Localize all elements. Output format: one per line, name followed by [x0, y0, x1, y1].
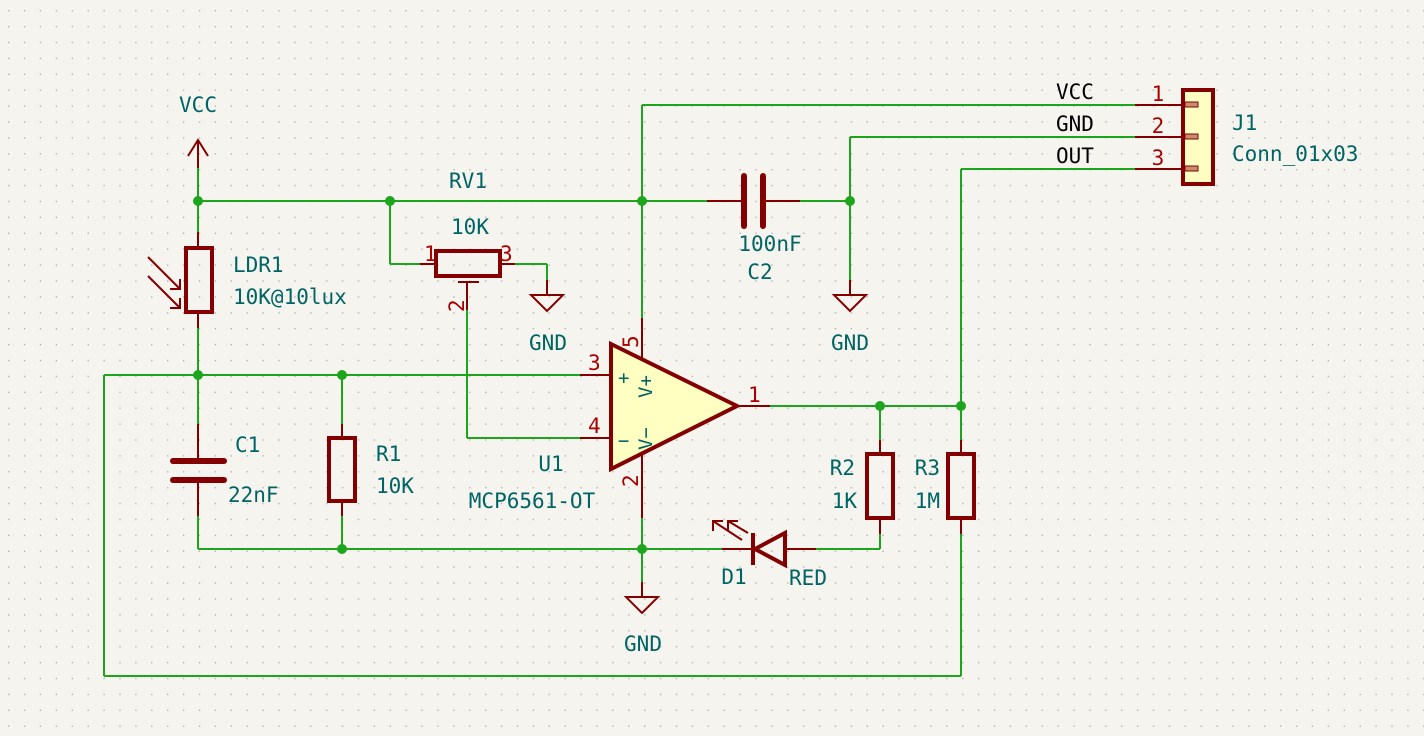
ldr1-component[interactable]: LDR1 10K@10lux: [147, 232, 347, 328]
d1-triangle: [750, 529, 787, 569]
r2-ref: R2: [830, 456, 855, 480]
junction-dot: [956, 401, 966, 411]
u1-pin2-number: 2: [619, 474, 643, 487]
net-label-out[interactable]: OUT: [1056, 144, 1094, 168]
rv1-value: 10K: [451, 215, 489, 239]
u1-body: [609, 340, 742, 473]
j1-component[interactable]: 1 2 3 J1 Conn_01x03: [1135, 82, 1358, 186]
junction-dot: [193, 370, 203, 380]
d1-ref: D1: [721, 565, 746, 589]
u1-ref: U1: [538, 452, 563, 476]
gnd-label: GND: [624, 632, 662, 656]
j1-value: Conn_01x03: [1232, 142, 1358, 166]
junction-dot: [337, 544, 347, 554]
j1-pin-stub: [1184, 165, 1199, 172]
net-label-vcc[interactable]: VCC: [1056, 80, 1094, 104]
j1-pin3-number: 3: [1152, 146, 1165, 170]
junctions: [193, 196, 966, 554]
gnd-label: GND: [529, 331, 567, 355]
ldr1-body: [184, 246, 214, 314]
junction-dot: [337, 370, 347, 380]
rv1-body: [434, 249, 502, 278]
r1-component[interactable]: R1 10K: [327, 424, 414, 516]
gnd-power-symbol[interactable]: GND: [528, 280, 567, 355]
c1-ref: C1: [235, 433, 260, 457]
d1-component[interactable]: D1 RED: [712, 520, 827, 590]
c2-component[interactable]: 100nF C2: [707, 173, 802, 284]
u1-minus-symbol: −: [618, 430, 629, 452]
net-labels: VCC GND OUT: [1056, 80, 1094, 168]
rv1-pin3-number: 3: [500, 242, 513, 266]
light-emission-arrows-icon: [712, 520, 749, 541]
u1-vminus-symbol: V−: [635, 427, 657, 450]
j1-pin-stub: [1184, 133, 1199, 140]
u1-plus-symbol: +: [618, 367, 629, 389]
junction-dot: [385, 196, 395, 206]
u1-pin3-number: 3: [588, 351, 601, 375]
gnd-power-symbol[interactable]: GND: [623, 582, 662, 656]
c2-ref: C2: [747, 260, 772, 284]
rv1-pin1-number: 1: [424, 242, 437, 266]
ldr1-ref: LDR1: [233, 253, 284, 277]
junction-dot: [637, 196, 647, 206]
gnd-triangle-icon: [528, 294, 566, 313]
vcc-label: VCC: [179, 93, 217, 117]
r2-body: [865, 452, 895, 520]
u1-pin1-number: 1: [748, 383, 761, 407]
r1-ref: R1: [376, 442, 401, 466]
junction-dot: [637, 544, 647, 554]
u1-pin5-number: 5: [619, 335, 643, 348]
u1-pin4-number: 4: [588, 414, 601, 438]
grid-dots: [8, 10, 1424, 727]
rv1-ref: RV1: [449, 169, 487, 193]
rv1-pin2-number: 2: [445, 299, 469, 312]
d1-value: RED: [789, 566, 827, 590]
j1-ref: J1: [1232, 111, 1257, 135]
r1-body: [327, 436, 357, 503]
rv1-component[interactable]: RV1 10K 1 3 2: [420, 169, 515, 312]
c2-value: 100nF: [738, 232, 801, 256]
r3-value: 1M: [915, 489, 940, 513]
gnd-label: GND: [831, 331, 869, 355]
j1-pin1-number: 1: [1152, 82, 1165, 106]
r2-component[interactable]: R2 1K: [830, 440, 895, 534]
j1-pin-stub: [1184, 101, 1199, 108]
gnd-power-symbol[interactable]: GND: [831, 280, 869, 355]
r2-value: 1K: [832, 489, 858, 513]
u1-vplus-symbol: V+: [635, 375, 657, 398]
vcc-arrow-icon: [187, 138, 209, 157]
u1-value: MCP6561-OT: [469, 489, 596, 513]
junction-dot: [193, 196, 203, 206]
light-arrows-icon: [147, 256, 181, 309]
u1-component[interactable]: 3 4 1 5 2 + − V+ V− U1 MCP6561-OT: [469, 318, 770, 518]
r3-ref: R3: [915, 456, 940, 480]
junction-dot: [875, 401, 885, 411]
net-label-gnd[interactable]: GND: [1056, 112, 1094, 136]
r3-body: [946, 452, 976, 520]
c1-component[interactable]: C1 22nF: [170, 424, 279, 516]
vcc-power-symbol[interactable]: VCC: [179, 93, 217, 168]
gnd-triangle-icon: [623, 596, 661, 615]
gnd-triangle-icon: [831, 294, 869, 313]
j1-pin2-number: 2: [1152, 114, 1165, 138]
ldr1-value: 10K@10lux: [233, 285, 347, 309]
r1-value: 10K: [376, 474, 414, 498]
wires: [103, 104, 1135, 677]
c1-value: 22nF: [228, 483, 279, 507]
junction-dot: [845, 196, 855, 206]
r3-component[interactable]: R3 1M: [915, 440, 976, 534]
